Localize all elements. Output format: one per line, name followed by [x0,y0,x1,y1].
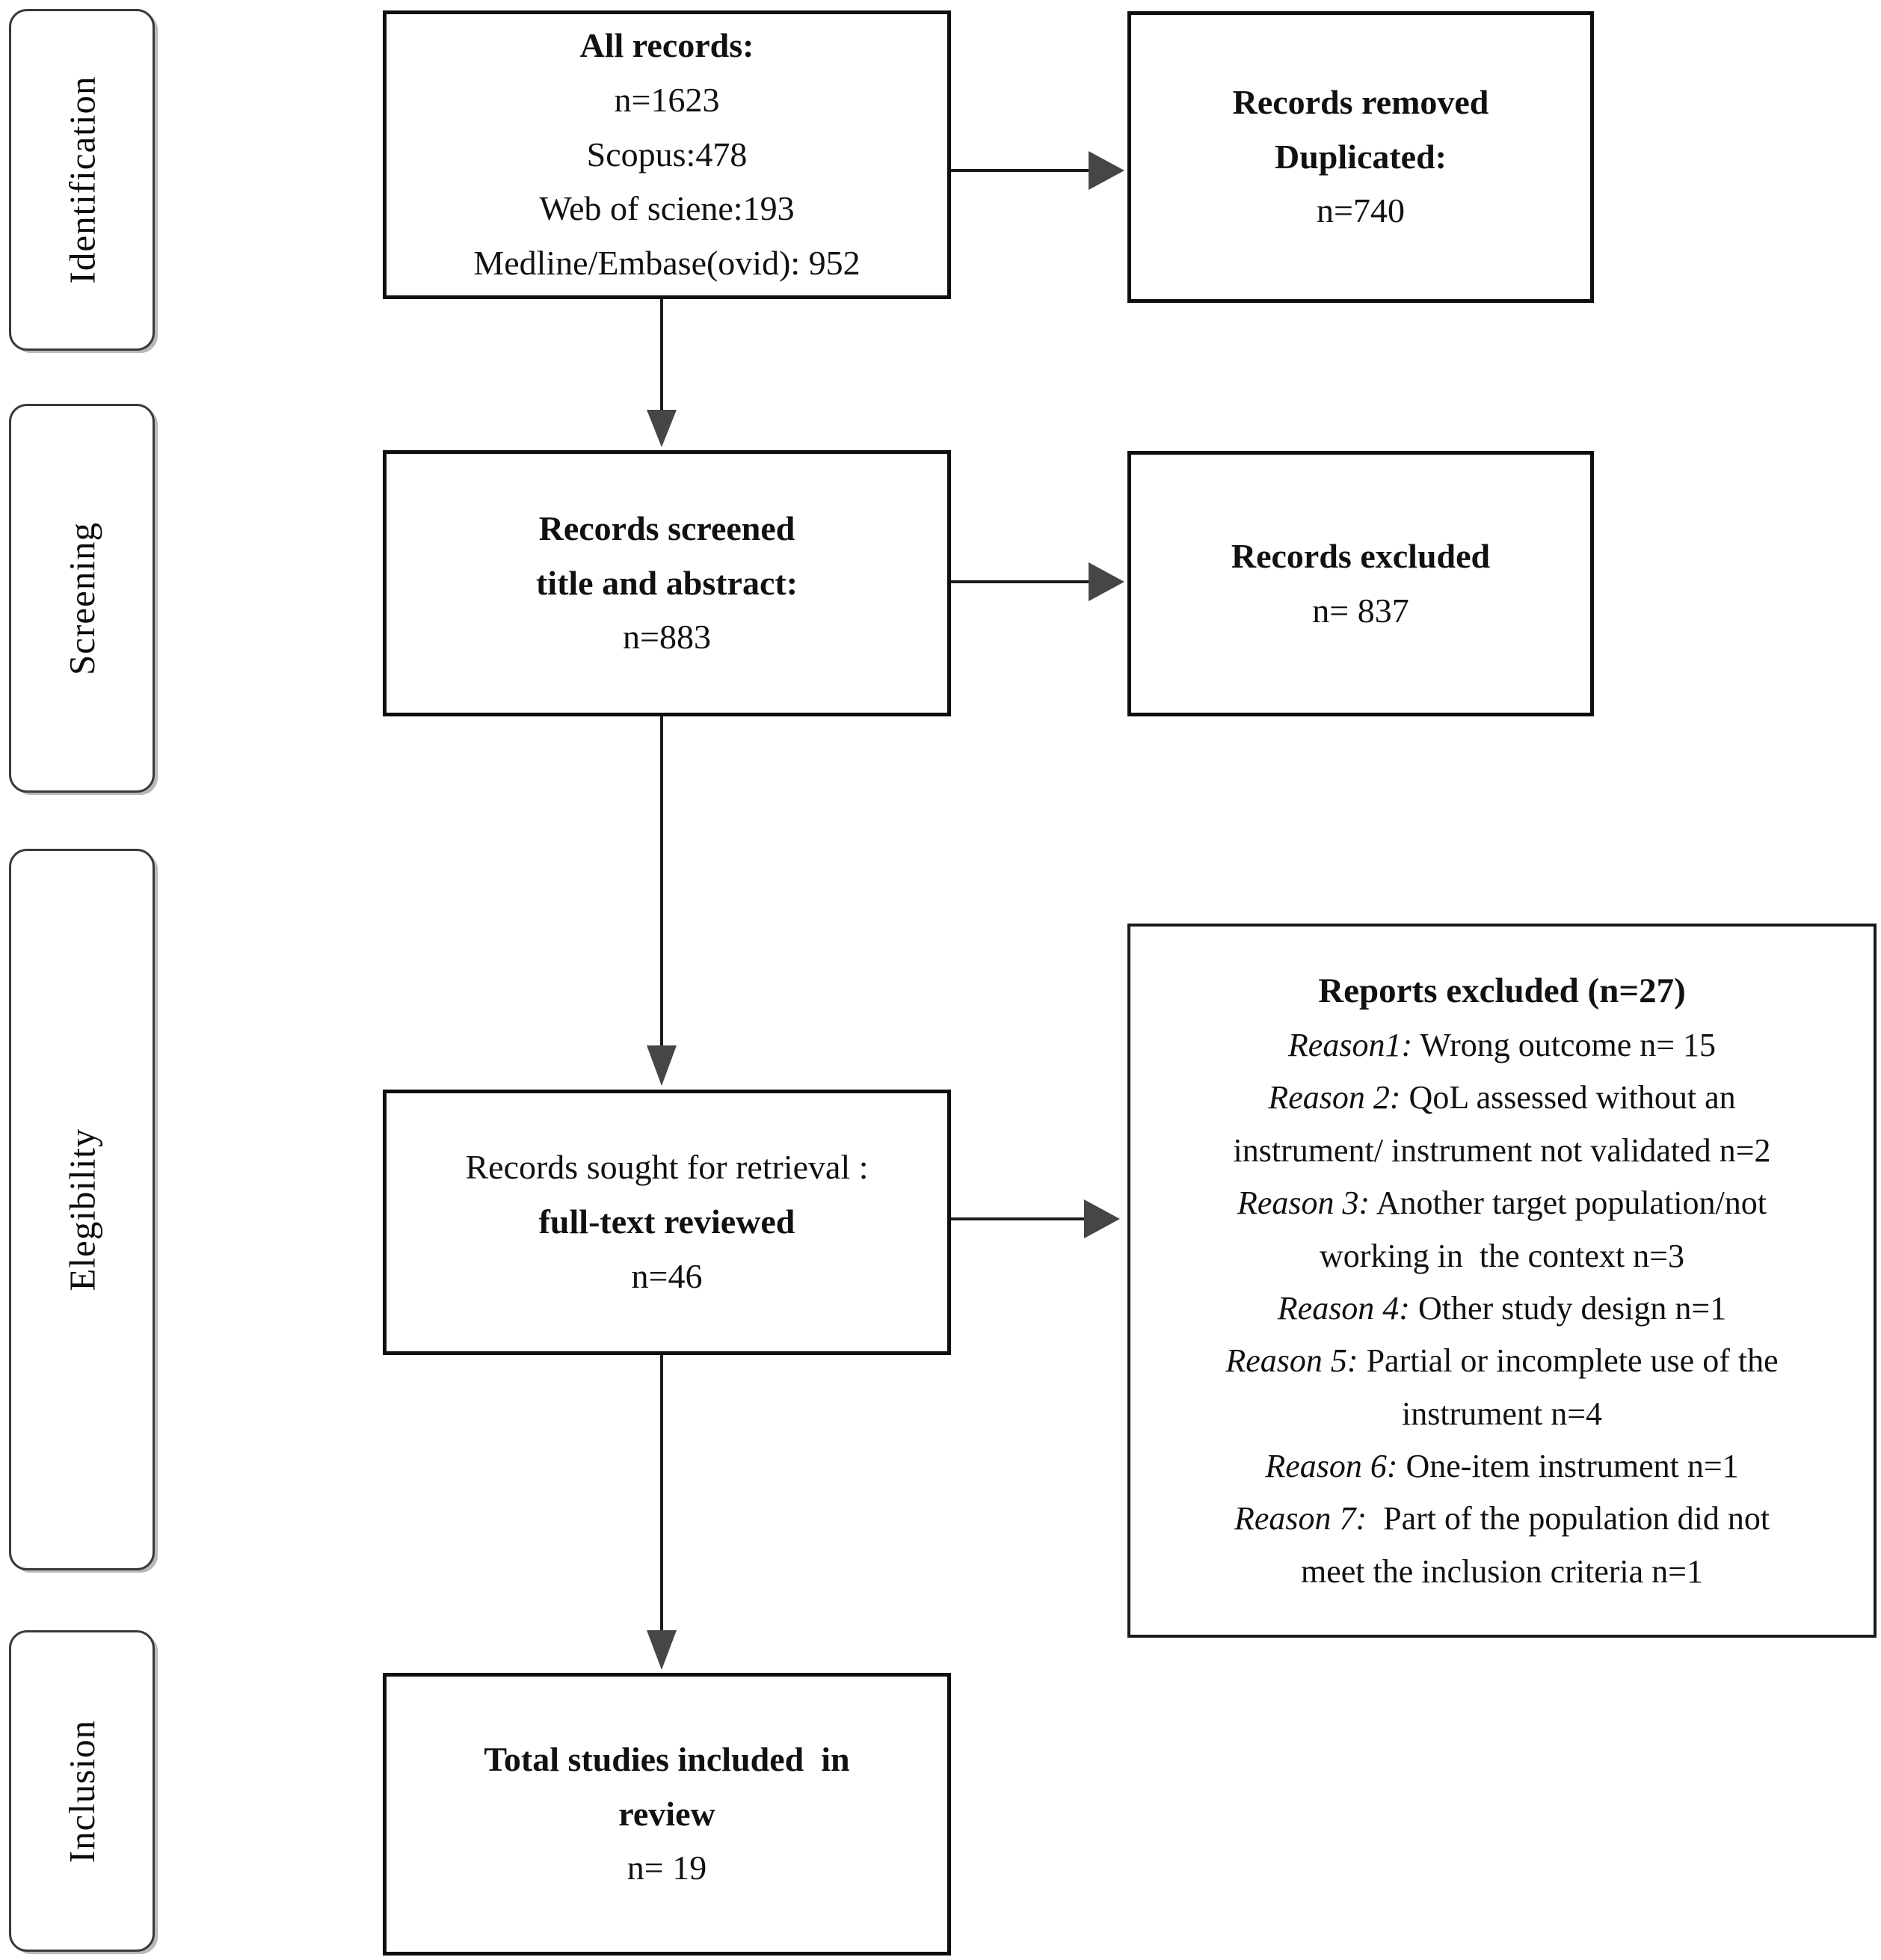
reason-text: Another target population/not working in… [1320,1185,1767,1274]
reason-label: Reason 7: [1234,1500,1367,1537]
records-scopus: Scopus:478 [586,135,748,173]
box-title: All records: [579,26,754,65]
box-title: Records removed Duplicated: [1232,82,1489,176]
box-title: Records screened title and abstract: [535,509,798,602]
box-count: n= 837 [1312,591,1409,630]
box-count: n= 19 [627,1849,707,1887]
box-emphasis: full-text reviewed [538,1202,795,1241]
stage-label-text: Elegibility [61,1128,102,1291]
stage-label-text: Screening [61,521,102,675]
arrow-sought-to-reports-excluded [950,1199,1120,1238]
box-records-removed-duplicated: Records removed Duplicated: n=740 [1127,11,1594,303]
reason-label: Reason 3: [1237,1185,1370,1222]
reason-text: QoL assessed without an instrument/ inst… [1233,1079,1771,1169]
exclusion-reason-5: Reason 5: Partial or incomplete use of t… [1147,1335,1857,1440]
box-all-records: All records: n=1623 Scopus:478 Web of sc… [383,10,951,299]
reason-text: Wrong outcome n= 15 [1412,1026,1717,1063]
stage-label-identification: Identification [9,9,155,351]
records-total: n=1623 [614,81,720,119]
reason-text: Partial or incomplete use of the instrum… [1366,1342,1779,1432]
reason-label: Reason1: [1287,1026,1413,1063]
box-intro: Records sought for retrieval : [465,1148,869,1187]
reason-label: Reason 4: [1277,1289,1410,1327]
box-count: n=46 [631,1256,703,1295]
arrow-all-records-to-removed [950,151,1124,190]
exclusion-reason-4: Reason 4: Other study design n=1 [1147,1282,1857,1335]
records-wos: Web of sciene:193 [539,189,795,228]
exclusion-reason-2: Reason 2: QoL assessed without an instru… [1147,1072,1857,1177]
reason-label: Reason 6: [1265,1448,1398,1485]
stage-label-inclusion: Inclusion [9,1630,155,1952]
arrow-sought-to-included [647,1355,677,1670]
box-records-sought: Records sought for retrieval : full-text… [383,1090,951,1355]
reason-label: Reason 5: [1225,1342,1358,1380]
exclusion-reason-1: Reason1: Wrong outcome n= 15 [1147,1019,1857,1072]
reason-label: Reason 2: [1268,1079,1401,1116]
box-count: n=883 [623,618,711,657]
records-medline: Medline/Embase(ovid): 952 [473,244,861,283]
box-reports-excluded: Reports excluded (n=27) Reason1: Wrong o… [1127,924,1877,1638]
box-records-screened: Records screened title and abstract: n=8… [383,450,951,716]
stage-label-text: Inclusion [61,1719,102,1863]
stage-label-screening: Screening [9,404,155,793]
box-title: Records excluded [1231,536,1491,575]
exclusion-reason-7: Reason 7: Part of the population did not… [1147,1493,1857,1598]
stage-label-eligibility: Elegibility [9,849,155,1570]
reason-text: Part of the population did not meet the … [1301,1500,1770,1590]
arrow-screened-to-excluded [950,562,1124,601]
reason-text: Other study design n=1 [1409,1289,1727,1327]
box-title: Reports excluded (n=27) [1318,971,1686,1010]
arrow-screened-to-sought [647,716,677,1086]
exclusion-reason-6: Reason 6: One-item instrument n=1 [1147,1440,1857,1493]
arrow-all-records-to-screened [647,299,677,447]
box-total-studies-included: Total studies included in review n= 19 [383,1673,951,1956]
reason-text: One-item instrument n=1 [1397,1448,1739,1485]
stage-label-text: Identification [61,76,103,284]
exclusion-reason-3: Reason 3: Another target population/not … [1147,1177,1857,1282]
box-count: n=740 [1317,191,1405,230]
box-title: Total studies included in review [484,1739,850,1833]
box-records-excluded: Records excluded n= 837 [1127,451,1594,716]
